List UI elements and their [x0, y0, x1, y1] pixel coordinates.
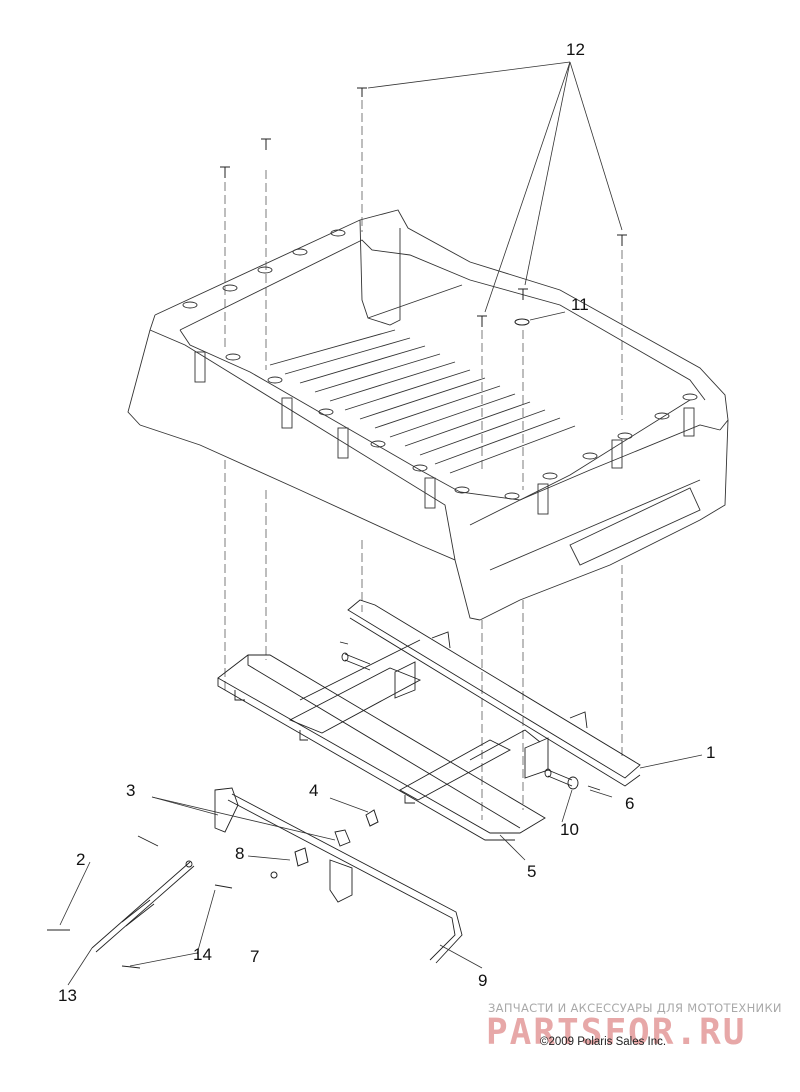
rod-9	[227, 793, 463, 964]
callout-14: 14	[193, 945, 212, 964]
watermark-brand: PARTSFOR.RU	[486, 1012, 747, 1053]
callout-13: 13	[58, 986, 77, 1005]
callout-12: 12	[566, 40, 585, 59]
alignment-lines	[224, 100, 623, 820]
callout-6: 6	[625, 794, 635, 813]
copyright-text: ©2009 Polaris Sales Inc.	[540, 1036, 667, 1048]
callout-4: 4	[309, 781, 319, 800]
callout-10: 10	[560, 820, 579, 839]
callout-9: 9	[478, 971, 488, 990]
leaders-12	[367, 61, 623, 321]
clip-14	[121, 884, 233, 969]
callout-leaders	[59, 754, 703, 986]
pin-2	[47, 835, 159, 931]
support-frame	[217, 599, 641, 841]
callout-5: 5	[527, 862, 537, 881]
pin-6-and-10	[339, 641, 601, 791]
callout-2: 2	[76, 850, 86, 869]
cargo-box	[127, 209, 729, 621]
screws-12	[220, 87, 627, 327]
washer-11	[514, 318, 530, 326]
watermark-tagline: ЗАПЧАСТИ И АКСЕССУАРЫ ДЛЯ МОТОТЕХНИКИ	[488, 1001, 782, 1015]
latch-bracket-3	[214, 787, 353, 903]
clip-8	[270, 847, 309, 879]
callout-8: 8	[235, 844, 245, 863]
callout-1: 1	[706, 743, 716, 762]
callout-7: 7	[250, 947, 260, 966]
callout-11: 11	[571, 295, 589, 314]
callout-3: 3	[126, 781, 136, 800]
gas-strut-13	[91, 860, 195, 953]
bushing-4	[365, 809, 379, 827]
